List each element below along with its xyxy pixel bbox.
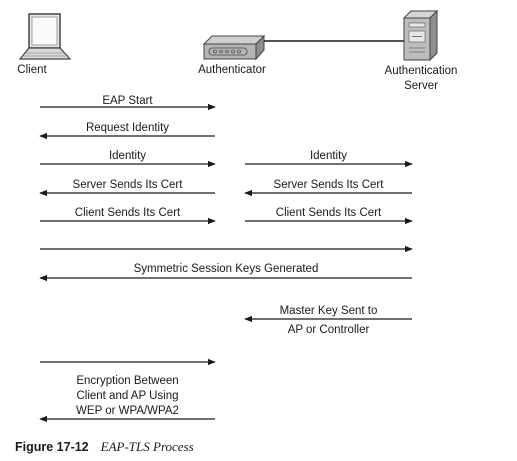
message-label-client-cert-client: Client Sends Its Cert bbox=[75, 207, 181, 219]
message-label-server-cert-client: Server Sends Its Cert bbox=[73, 179, 184, 191]
figure-title: EAP-TLS Process bbox=[100, 439, 194, 454]
message-label-master-key: AP or Controller bbox=[288, 324, 370, 336]
message-label-request-identity: Request Identity bbox=[86, 122, 169, 134]
message-label-encryption-left: WEP or WPA/WPA2 bbox=[76, 405, 179, 417]
figure-caption: Figure 17-12 EAP-TLS Process bbox=[15, 438, 194, 456]
message-label-identity-server: Identity bbox=[310, 150, 347, 162]
message-label-session-keys: Symmetric Session Keys Generated bbox=[134, 263, 319, 275]
eap-tls-diagram: Client Authenticator Authentic bbox=[17, 9, 458, 423]
client-label: Client bbox=[17, 64, 47, 76]
message-label-eap-start: EAP Start bbox=[102, 95, 153, 107]
message-label-identity-client: Identity bbox=[109, 150, 146, 162]
authenticator-label: Authenticator bbox=[198, 64, 266, 76]
laptop-icon bbox=[18, 13, 72, 60]
server-label-line1: Authentication bbox=[385, 65, 458, 77]
access-point-icon bbox=[202, 34, 266, 61]
message-label-encryption-left: Encryption Between bbox=[76, 375, 178, 387]
message-label-server-cert-server: Server Sends Its Cert bbox=[274, 179, 385, 191]
message-label-master-key: Master Key Sent to bbox=[280, 305, 378, 317]
message-label-client-cert-server: Client Sends Its Cert bbox=[276, 207, 382, 219]
figure-number: Figure 17-12 bbox=[15, 440, 89, 454]
server-label-line2: Server bbox=[404, 80, 438, 92]
message-label-encryption-left: Client and AP Using bbox=[76, 390, 178, 402]
server-icon bbox=[402, 9, 439, 62]
